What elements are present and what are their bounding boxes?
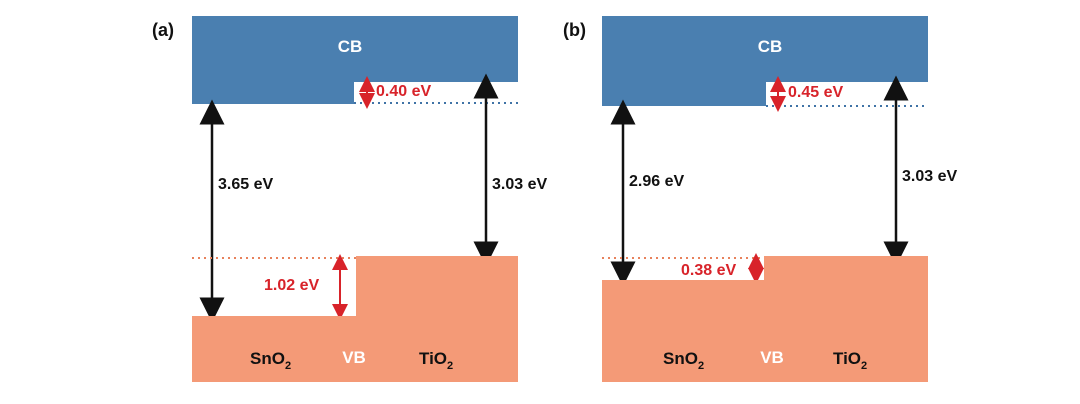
panel-a-cb-label: CB [338,37,363,56]
panel-b-sno2-label-base: SnO [663,349,698,368]
panel-a-cb-offset-label: 0.40 eV [376,83,431,100]
panel-a-vb-offset-label: 1.02 eV [264,277,319,294]
panel-b-cb-offset-label: 0.45 eV [788,84,843,101]
panel-b-sno2-gap-label: 2.96 eV [629,173,684,190]
panel-b-cb-band-upper [602,16,928,82]
panel-a-cb-band-sno2 [192,82,354,104]
panel-b-tio2-label-sub: 2 [861,360,867,372]
panel-b-cb-band-sno2 [602,82,766,106]
panel-a-tio2-label-base: TiO [419,349,447,368]
panel-a-tio2-gap-label: 3.03 eV [492,176,547,193]
panel-a-vb-label: VB [342,348,366,367]
panel-a-label: (a) [152,20,174,40]
panel-b-vb-band-tio2 [764,256,928,280]
panel-a-tio2-label: TiO2 [419,349,453,372]
panel-a-sno2-gap-label: 3.65 eV [218,176,273,193]
panel-a-sno2-label: SnO2 [250,349,291,372]
panel-a-tio2-label-sub: 2 [447,360,453,372]
panel-b-vb-offset-label: 0.38 eV [681,262,736,279]
panel-a-vb-band-tio2 [356,256,518,316]
panel-a: (a) CB 0.40 eV 3.65 eV 3.03 eV 1.02 eV S… [152,16,547,382]
panel-b-label: (b) [563,20,586,40]
panel-b-vb-band-lower [602,280,928,382]
panel-b-sno2-label-sub: 2 [698,360,704,372]
panel-a-cb-band-upper [192,16,518,82]
panel-a-sno2-label-base: SnO [250,349,285,368]
panel-b-tio2-label: TiO2 [833,349,867,372]
panel-a-vb-band-lower [192,316,518,382]
panel-b-tio2-gap-label: 3.03 eV [902,168,957,185]
panel-b-vb-label: VB [760,348,784,367]
panel-b-sno2-label: SnO2 [663,349,704,372]
panel-b: (b) CB 0.45 eV 2.96 eV 3.03 eV 0.38 eV S… [563,16,957,382]
panel-b-cb-label: CB [758,37,783,56]
panel-a-sno2-label-sub: 2 [285,360,291,372]
panel-b-tio2-label-base: TiO [833,349,861,368]
